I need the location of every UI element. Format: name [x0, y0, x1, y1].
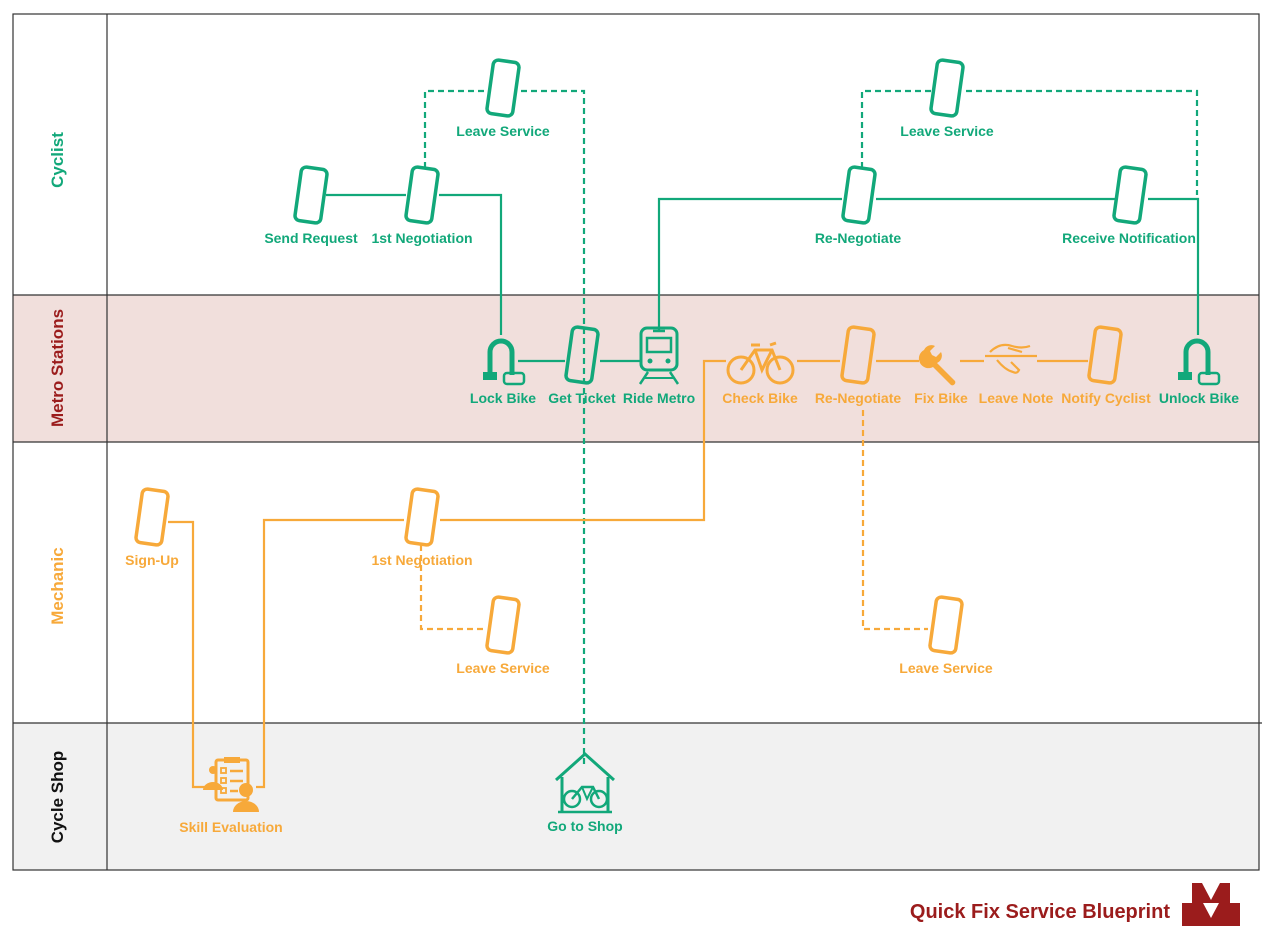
phone-icon	[928, 57, 966, 119]
lane-label-cyclist: Cyclist	[48, 132, 67, 188]
mechanic-flow-lines	[168, 359, 1088, 789]
u-lock-icon	[1178, 338, 1221, 386]
phone-icon	[484, 594, 522, 656]
wrench-icon	[918, 345, 956, 386]
mechanic-exit-lines	[419, 410, 928, 631]
label-ride-metro: Ride Metro	[623, 390, 695, 406]
label-go-to-shop: Go to Shop	[547, 818, 622, 834]
label-check-bike: Check Bike	[722, 390, 798, 406]
label-fix-bike: Fix Bike	[914, 390, 968, 406]
label-sign-up: Sign-Up	[125, 552, 179, 568]
label-leave-note: Leave Note	[979, 390, 1054, 406]
label-first-negotiation-cyclist: 1st Negotiation	[371, 230, 472, 246]
label-first-negotiation-mechanic: 1st Negotiation	[371, 552, 472, 568]
lane-grid	[12, 13, 1262, 871]
phone-icon	[484, 57, 522, 119]
label-lock-bike: Lock Bike	[470, 390, 536, 406]
phone-icon	[927, 594, 965, 656]
metro-lane-band	[13, 295, 1259, 442]
hand-writing-note-icon	[985, 343, 1037, 374]
label-unlock-bike: Unlock Bike	[1159, 390, 1239, 406]
lane-label-shop: Cycle Shop	[48, 751, 67, 844]
label-send-request: Send Request	[264, 230, 358, 246]
label-receive-notification: Receive Notification	[1062, 230, 1196, 246]
label-leave-service-cyclist-2: Leave Service	[900, 123, 994, 139]
checklist-person-icon	[203, 757, 259, 812]
label-get-ticket: Get Ticket	[548, 390, 616, 406]
phone-icon	[840, 164, 878, 226]
bike-shop-icon	[554, 751, 616, 814]
cyclist-exit-lines	[423, 89, 1199, 765]
label-leave-service-mechanic-2: Leave Service	[899, 660, 993, 676]
label-leave-service-cyclist-1: Leave Service	[456, 123, 550, 139]
label-leave-service-mechanic-1: Leave Service	[456, 660, 550, 676]
shop-lane-band	[13, 723, 1259, 870]
metro-train-icon	[638, 326, 680, 385]
label-skill-evaluation: Skill Evaluation	[179, 819, 282, 835]
phone-icon	[292, 164, 330, 226]
phone-icon	[1111, 164, 1149, 226]
phone-icon	[403, 164, 441, 226]
cyclist-flow-lines	[326, 193, 1200, 363]
label-notify-cyclist: Notify Cyclist	[1061, 390, 1151, 406]
lane-label-mechanic: Mechanic	[48, 547, 67, 624]
phone-icon	[133, 486, 171, 548]
phone-icon	[403, 486, 441, 548]
metro-m-logo	[1182, 883, 1240, 926]
lane-label-metro: Metro Stations	[48, 309, 67, 427]
blueprint-title: Quick Fix Service Blueprint	[910, 901, 1170, 923]
u-lock-icon	[483, 338, 526, 386]
bicycle-icon	[726, 341, 795, 385]
label-re-negotiate-cyclist: Re-Negotiate	[815, 230, 902, 246]
label-re-negotiate-mechanic: Re-Negotiate	[815, 390, 902, 406]
